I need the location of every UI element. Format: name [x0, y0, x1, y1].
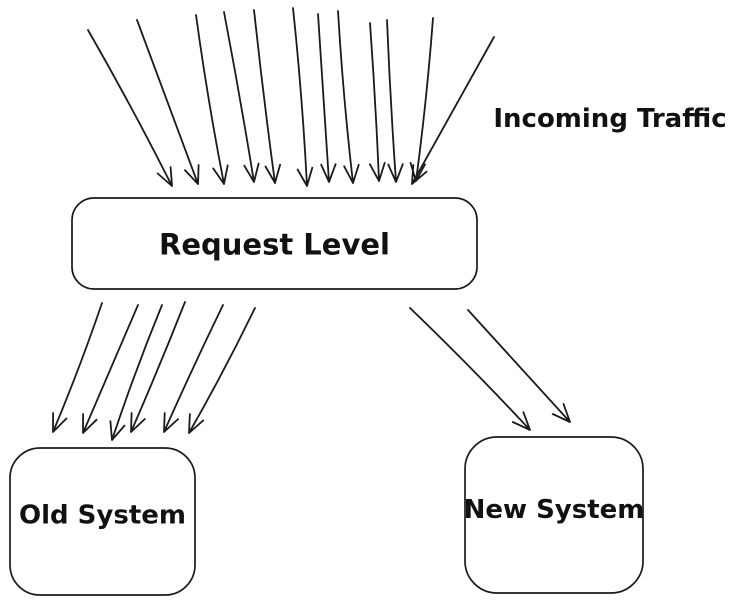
- old-system-arrow-5: [163, 304, 224, 433]
- node-new-system: New System: [464, 436, 645, 594]
- old-system-box: [9, 447, 196, 596]
- new-system-arrow-2: [467, 309, 571, 423]
- node-old-system: Old System: [9, 447, 196, 596]
- incoming-arrow-3: [195, 14, 229, 185]
- incoming-arrow-5: [253, 9, 281, 184]
- incoming-arrow-4: [223, 11, 260, 183]
- incoming-traffic-label: Incoming Traffic: [493, 104, 726, 134]
- request-to-old-arrows: [52, 301, 256, 441]
- incoming-arrow-8: [337, 10, 360, 184]
- new-system-arrow-1: [409, 307, 531, 431]
- old-system-arrow-2: [82, 304, 139, 434]
- incoming-arrow-12: [411, 36, 495, 185]
- incoming-traffic-arrows: [87, 7, 495, 187]
- request-level-box: [71, 197, 478, 290]
- old-system-arrow-1: [52, 302, 103, 433]
- request-level-label: Request Level: [159, 228, 390, 262]
- old-system-label: Old System: [19, 501, 186, 531]
- old-system-arrow-4: [130, 301, 186, 433]
- incoming-arrow-7: [317, 13, 337, 183]
- incoming-arrow-1: [87, 29, 173, 187]
- incoming-arrow-6: [292, 7, 314, 187]
- incoming-arrow-9: [369, 22, 386, 182]
- new-system-label: New System: [464, 495, 645, 525]
- incoming-arrow-2: [136, 19, 200, 185]
- request-to-new-arrows: [409, 307, 571, 431]
- new-system-box: [464, 436, 644, 594]
- old-system-arrow-6: [188, 307, 256, 434]
- incoming-arrow-11: [409, 17, 434, 182]
- incoming-arrow-10: [386, 19, 404, 183]
- node-request-level: Request Level: [71, 197, 478, 290]
- old-system-arrow-3: [109, 304, 163, 441]
